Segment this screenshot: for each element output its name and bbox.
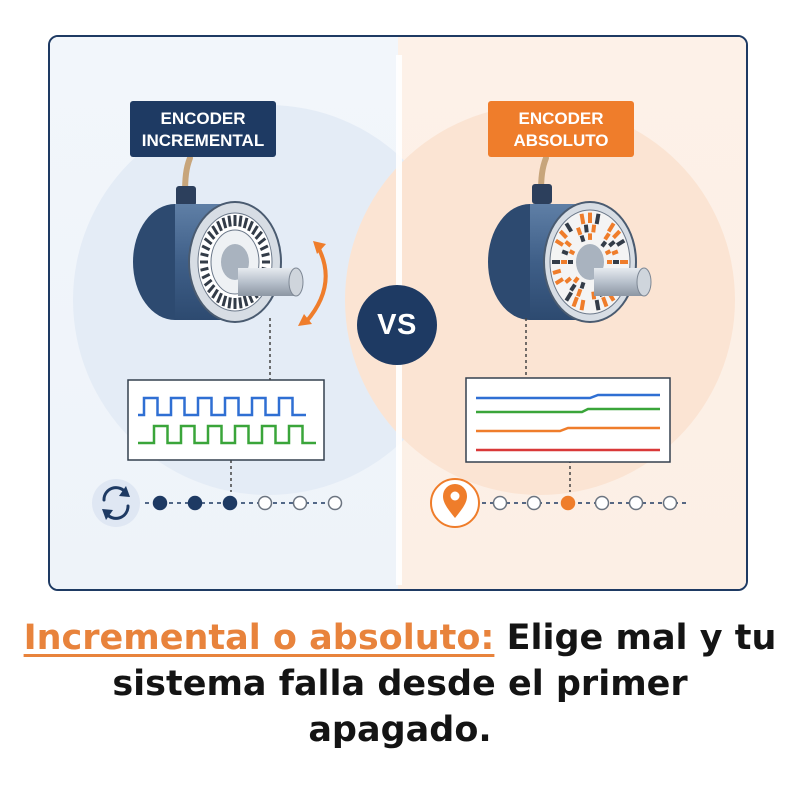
level-line-orange: [476, 426, 660, 433]
versus-badge: [357, 285, 437, 365]
square-wave-green: [138, 424, 316, 445]
incremental-position-dot: [292, 495, 308, 511]
incremental-signal-plot: [127, 379, 325, 461]
absolute-label-line2: ABSOLUTO: [513, 131, 609, 150]
incremental-position-dot: [152, 495, 168, 511]
incremental-position-dot: [257, 495, 273, 511]
incremental-position-track: [92, 479, 343, 527]
refresh-icon: [102, 486, 130, 520]
headline: Incremental o absoluto: Elige mal y tu s…: [20, 615, 780, 753]
rotation-arrow-icon: [298, 241, 328, 326]
square-wave-blue: [138, 396, 306, 417]
absolute-signal-plot: [465, 377, 671, 463]
location-pin-icon: [443, 484, 467, 518]
level-line-green: [476, 407, 660, 414]
absolute-position-dot: [560, 495, 576, 511]
absolute-position-dot: [526, 495, 542, 511]
absolute-position-dot: [628, 495, 644, 511]
level-line-blue: [476, 393, 660, 400]
comparison-illustration: [73, 105, 735, 528]
incremental-position-dot: [327, 495, 343, 511]
absolute-encoder-illustration: [488, 155, 652, 492]
incremental-label-line2: INCREMENTAL: [141, 131, 265, 150]
absolute-position-track: [430, 478, 690, 528]
absolute-label-line1: ENCODER: [518, 109, 604, 128]
incremental-position-dot: [187, 495, 203, 511]
versus-text: VS: [377, 308, 417, 341]
incremental-encoder-illustration: [133, 155, 304, 492]
incremental-position-dot: [222, 495, 238, 511]
headline-rest: Elige mal y tu sistema falla desde el pr…: [112, 618, 777, 750]
absolute-position-dot: [662, 495, 678, 511]
absolute-position-dot: [492, 495, 508, 511]
incremental-label-line1: ENCODER: [160, 109, 246, 128]
absolute-encoder-label: ENCODER ABSOLUTO: [488, 101, 634, 157]
incremental-encoder-label: ENCODER INCREMENTAL: [130, 101, 276, 157]
absolute-position-dot: [594, 495, 610, 511]
headline-highlight: Incremental o absoluto:: [23, 618, 495, 658]
